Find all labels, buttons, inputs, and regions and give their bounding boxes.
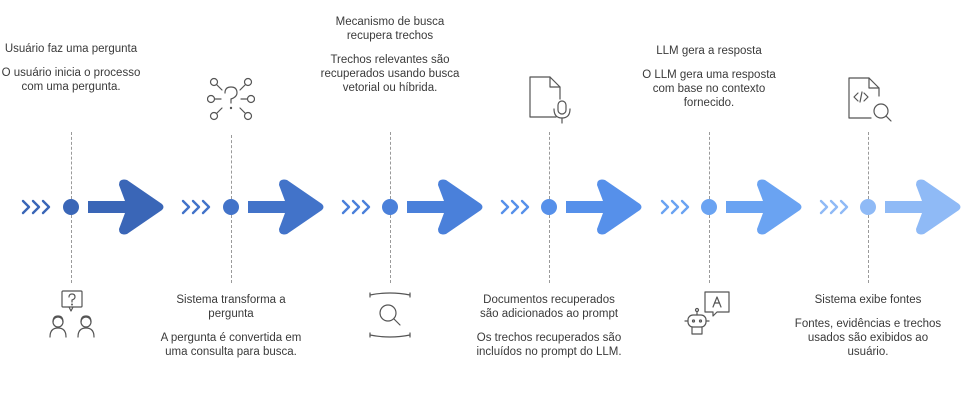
step-4-desc: Os trechos recuperados são incluídos no … bbox=[476, 332, 622, 358]
search-magnifier-icon bbox=[369, 292, 411, 338]
chevrons-2 bbox=[181, 199, 211, 215]
step-arrow-4 bbox=[566, 179, 642, 235]
connector-2 bbox=[231, 135, 232, 199]
step-5-desc: O LLM gera uma resposta com base no cont… bbox=[642, 69, 776, 109]
step-5-title: LLM gera a resposta bbox=[656, 45, 762, 57]
step-node-5 bbox=[701, 199, 717, 215]
flow-segment-2 bbox=[181, 179, 324, 235]
connector-3b bbox=[390, 215, 391, 283]
connector-4b bbox=[549, 215, 550, 283]
connector-6 bbox=[868, 132, 869, 199]
chevrons-4 bbox=[500, 199, 530, 215]
step-5-text: LLM gera a resposta O LLM gera uma respo… bbox=[634, 44, 784, 110]
connector-1 bbox=[71, 132, 72, 199]
flow-segment-3 bbox=[341, 179, 483, 235]
step-arrow-5 bbox=[726, 179, 802, 235]
code-file-search-icon bbox=[848, 77, 892, 122]
flow-segment-1 bbox=[21, 179, 164, 235]
connector-5 bbox=[709, 132, 710, 199]
step-2-text: Sistema transforma a pergunta A pergunta… bbox=[156, 293, 306, 359]
step-2-desc: A pergunta é convertida em uma consulta … bbox=[160, 332, 302, 358]
connector-3 bbox=[390, 132, 391, 199]
chevrons-5 bbox=[660, 199, 690, 215]
question-network-icon bbox=[207, 77, 255, 121]
flow-segment-6 bbox=[819, 179, 961, 235]
step-1-desc: O usuário inicia o processo com uma perg… bbox=[1, 67, 141, 93]
step-6-text: Sistema exibe fontes Fontes, evidências … bbox=[793, 293, 943, 359]
robot-chat-icon bbox=[684, 291, 730, 335]
chevrons-6 bbox=[819, 199, 849, 215]
step-3-desc: Trechos relevantes são recuperados usand… bbox=[320, 54, 460, 94]
users-question-icon bbox=[49, 290, 95, 338]
step-node-2 bbox=[223, 199, 239, 215]
step-3-title: Mecanismo de busca recupera trechos bbox=[335, 16, 445, 42]
connector-6b bbox=[868, 215, 869, 283]
step-4-title: Documentos recuperados são adicionados a… bbox=[479, 294, 619, 320]
chevrons-1 bbox=[21, 199, 51, 215]
step-1-text: Usuário faz uma pergunta O usuário inici… bbox=[0, 42, 146, 94]
step-node-1 bbox=[63, 199, 79, 215]
step-arrow-6 bbox=[885, 179, 961, 235]
flow-segment-5 bbox=[660, 179, 802, 235]
step-node-4 bbox=[541, 199, 557, 215]
process-flow bbox=[21, 179, 961, 235]
step-node-3 bbox=[382, 199, 398, 215]
connector-1b bbox=[71, 215, 72, 283]
connector-2b bbox=[231, 215, 232, 283]
step-arrow-2 bbox=[248, 179, 324, 235]
connector-5b bbox=[709, 215, 710, 283]
step-1-title: Usuário faz uma pergunta bbox=[4, 43, 138, 55]
step-6-title: Sistema exibe fontes bbox=[814, 294, 922, 306]
step-4-text: Documentos recuperados são adicionados a… bbox=[474, 293, 624, 359]
chevrons-3 bbox=[341, 199, 371, 215]
step-arrow-3 bbox=[407, 179, 483, 235]
connector-4 bbox=[549, 132, 550, 199]
step-node-6 bbox=[860, 199, 876, 215]
step-arrow-1 bbox=[88, 179, 164, 235]
step-6-desc: Fontes, evidências e trechos usados são … bbox=[794, 318, 942, 358]
step-3-text: Mecanismo de busca recupera trechos Trec… bbox=[315, 15, 465, 95]
flow-segment-4 bbox=[500, 179, 642, 235]
step-2-title: Sistema transforma a pergunta bbox=[176, 294, 286, 320]
document-microphone-icon bbox=[529, 76, 571, 124]
